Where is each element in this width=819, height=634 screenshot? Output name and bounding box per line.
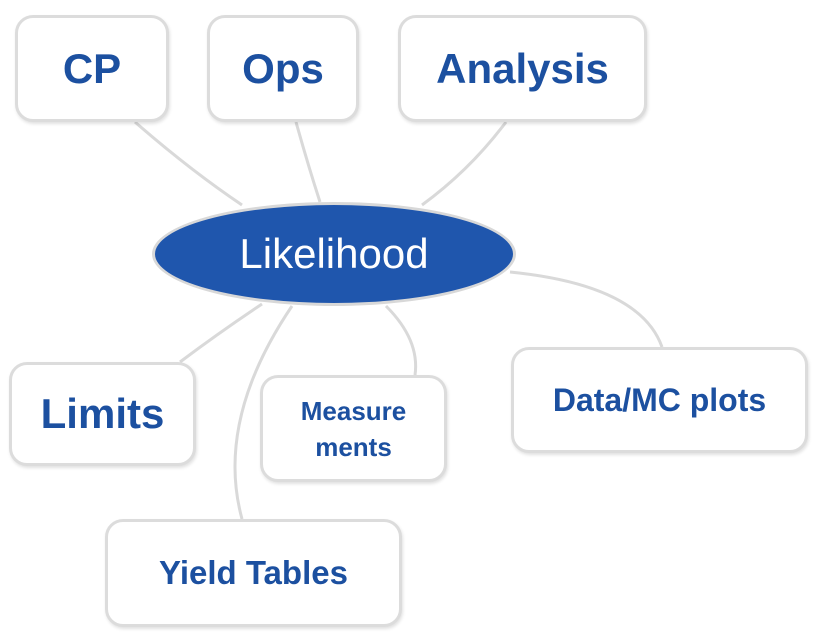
likelihood-node[interactable]: Likelihood <box>152 202 516 306</box>
likelihood-label: Likelihood <box>239 230 429 277</box>
yield-tables-label: Yield Tables <box>159 554 348 591</box>
connector-datamc <box>509 270 664 348</box>
connector-limits <box>179 302 263 364</box>
cp-node[interactable]: CP <box>15 15 169 122</box>
yield-tables-node[interactable]: Yield Tables <box>105 519 402 627</box>
measurements-node[interactable]: Measure ments <box>260 375 447 482</box>
analysis-node[interactable]: Analysis <box>398 15 647 122</box>
connector-yield <box>233 305 294 520</box>
connector-analysis <box>421 121 508 207</box>
connector-measurements <box>384 304 418 376</box>
cp-label: CP <box>62 44 122 92</box>
measurements-label: Measure ments <box>300 395 407 462</box>
data-mc-plots-label: Data/MC plots <box>552 381 767 418</box>
limits-label: Limits <box>40 390 165 437</box>
ops-node[interactable]: Ops <box>207 15 359 122</box>
limits-node[interactable]: Limits <box>9 362 196 466</box>
connector-cp <box>134 120 243 207</box>
ops-label: Ops <box>242 44 324 92</box>
connector-ops <box>294 121 322 203</box>
data-mc-plots-node[interactable]: Data/MC plots <box>511 347 808 453</box>
analysis-label: Analysis <box>436 44 609 92</box>
